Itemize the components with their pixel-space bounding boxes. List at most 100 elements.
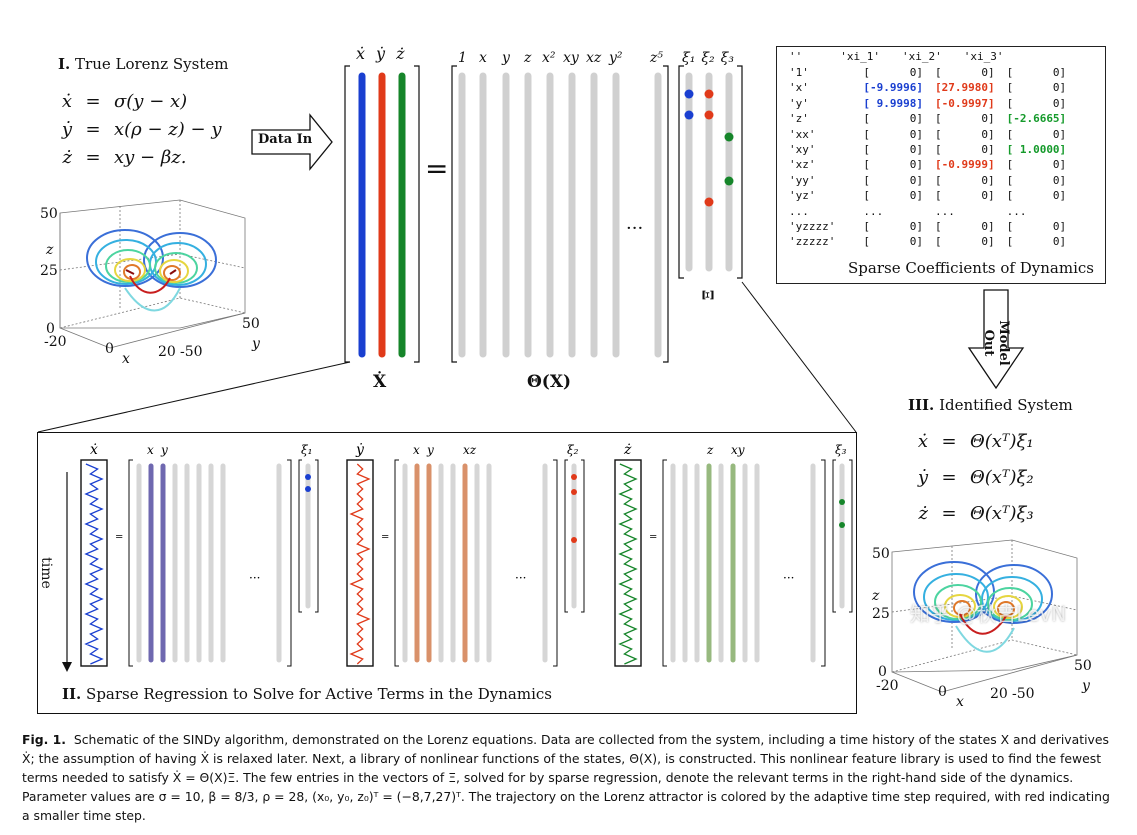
id-z-tick-0: 0 bbox=[878, 664, 887, 680]
coef-value: [ 9.9998] bbox=[863, 96, 923, 110]
library-bracket-right bbox=[821, 459, 826, 667]
coef-value: [ 0] bbox=[1006, 235, 1067, 249]
x-matrix-label: Ẋ bbox=[373, 372, 387, 392]
eq1-rhs: σ(y − x) bbox=[114, 91, 188, 112]
coef-value: [ 0] bbox=[863, 112, 923, 126]
xi-header: ξ₃ bbox=[835, 443, 847, 457]
deriv-timeseries-signal bbox=[618, 463, 638, 665]
coef-value: [ 0] bbox=[934, 112, 995, 126]
coef-value: [-0.9999] bbox=[934, 158, 995, 172]
theta-header-x2: x² bbox=[542, 50, 556, 66]
id-z-tick-50: 50 bbox=[872, 546, 890, 562]
coef-value: [ 0] bbox=[1006, 96, 1067, 110]
coef-row: 'xy'[ 0][ 0][ 1.0000] bbox=[785, 142, 1070, 157]
true-x-tick-20: 20 bbox=[158, 344, 176, 360]
id-eq3-lhs: ż bbox=[918, 503, 928, 524]
active-term-label: y bbox=[160, 443, 168, 457]
deriv-timeseries-signal bbox=[84, 463, 104, 665]
section3-title: III. Identified System bbox=[908, 396, 1073, 414]
coef-value: [ 0] bbox=[863, 66, 923, 79]
matrix-equation bbox=[344, 65, 743, 363]
library-bracket-right bbox=[553, 459, 558, 667]
theta-brackets bbox=[451, 65, 669, 363]
id-z-label: z bbox=[871, 588, 880, 604]
coefficient-table: '' 'xi_1' 'xi_2' 'xi_3' bbox=[785, 49, 1008, 64]
xi-header: ξ₁ bbox=[301, 443, 312, 457]
xi-headers: ξ₁ ξ₂ ξ₃ bbox=[682, 44, 734, 72]
panel-equals: = bbox=[115, 532, 123, 543]
coef-value: [-0.9997] bbox=[934, 96, 995, 110]
figure-label: Fig. 1. bbox=[22, 732, 66, 747]
coefficient-table-body: '1'[ 0][ 0][ 0]'x'[-9.9996][27.9980][ 0]… bbox=[785, 65, 1070, 250]
xi-header: ξ₂ bbox=[567, 443, 579, 457]
xi-bracket-right bbox=[849, 459, 853, 613]
coef-row: 'xz'[ 0][-0.9999][ 0] bbox=[785, 157, 1070, 172]
figure-caption: Fig. 1. Schematic of the SINDy algorithm… bbox=[22, 730, 1116, 825]
coef-value: [ 0] bbox=[934, 66, 995, 79]
coef-header-cell: 'xi_3' bbox=[963, 50, 1004, 63]
deriv-header: ẋ bbox=[90, 442, 98, 458]
identified-equations: ẋ=Θ(xᵀ)ξ₁ ẏ=Θ(xᵀ)ξ₂ ż=Θ(xᵀ)ξ₃ bbox=[908, 424, 1034, 532]
coef-value: [ 0] bbox=[1006, 173, 1067, 187]
coef-value: ... bbox=[1006, 204, 1027, 218]
coef-value: [ 0] bbox=[934, 235, 995, 249]
deriv-header: ż bbox=[623, 442, 632, 458]
section1-title-text: True Lorenz System bbox=[75, 55, 229, 73]
coef-value: [ 0] bbox=[863, 127, 923, 141]
active-term-label: xy bbox=[731, 443, 745, 457]
coef-value: [ 0] bbox=[863, 235, 923, 249]
id-eq2-rhs: Θ(xᵀ)ξ₂ bbox=[970, 467, 1034, 488]
active-term-label: x bbox=[147, 443, 154, 457]
coef-row: 'zzzzz'[ 0][ 0][ 0] bbox=[785, 234, 1070, 249]
coef-value: [ 0] bbox=[1006, 66, 1067, 79]
coef-row: 'yz'[ 0][ 0][ 0] bbox=[785, 188, 1070, 203]
time-label: time bbox=[37, 557, 54, 589]
xi-nonzero-dot bbox=[839, 522, 845, 528]
theta-header-xz: xz bbox=[586, 50, 602, 66]
theta-header-z5: z⁵ bbox=[650, 50, 663, 66]
coef-value: [ 0] bbox=[863, 189, 923, 203]
xi-bracket-right bbox=[315, 459, 319, 613]
id-eq1-rhs: Θ(xᵀ)ξ₁ bbox=[970, 431, 1034, 452]
watermark: 知乎 @秋吉LevN bbox=[910, 602, 1067, 626]
coef-row: 'yzzzz'[ 0][ 0][ 0] bbox=[785, 219, 1070, 234]
xi-header-2: ξ₂ bbox=[701, 50, 715, 66]
eq3-rel: = bbox=[85, 147, 101, 168]
x-header-zdot: ż bbox=[396, 44, 405, 63]
id-x-label: x bbox=[956, 694, 964, 710]
zoom-connectors bbox=[37, 281, 857, 433]
coef-value: [ 0] bbox=[1006, 189, 1067, 203]
true-x-tick-0: 0 bbox=[105, 341, 114, 357]
coef-row: 'yy'[ 0][ 0][ 0] bbox=[785, 173, 1070, 188]
coef-term-name: 'xx' bbox=[789, 127, 816, 141]
xi-nonzero-dot bbox=[305, 486, 311, 492]
panel-equals: = bbox=[381, 532, 389, 543]
panel-ellipsis: ··· bbox=[783, 571, 794, 585]
identified-attractor-plot: 50 z 25 0 -20 0 x 20 50 y -50 bbox=[871, 539, 1092, 710]
theta-header-x: x bbox=[479, 50, 487, 66]
plot-box bbox=[59, 199, 246, 349]
coef-value: [ 0] bbox=[934, 127, 995, 141]
xi-nonzero-dot bbox=[839, 499, 845, 505]
theta-matrix-label: Θ(X) bbox=[527, 372, 572, 392]
id-y-tick-m50: -50 bbox=[1012, 686, 1035, 702]
theta-header-y2: y² bbox=[609, 50, 623, 66]
deriv-timeseries-signal bbox=[349, 463, 371, 665]
theta-header-y: y bbox=[502, 50, 510, 66]
xi-nonzero-dot bbox=[571, 489, 577, 495]
x-headers: ẋ ẏ ż bbox=[356, 40, 405, 68]
true-x-label: x bbox=[122, 351, 130, 367]
coef-row: 'x'[-9.9996][27.9980][ 0] bbox=[785, 80, 1070, 95]
data-in-label: Data In bbox=[258, 132, 313, 147]
eq2-lhs: ẏ bbox=[61, 119, 72, 140]
coef-header-cell: 'xi_1' bbox=[840, 50, 880, 63]
time-arrow-head bbox=[62, 662, 72, 672]
coef-term-name: '1' bbox=[789, 66, 809, 79]
xi-columns bbox=[685, 72, 733, 272]
x-matrix-columns bbox=[358, 72, 406, 358]
eq1-lhs: ẋ bbox=[61, 91, 72, 112]
coef-term-name: 'xz' bbox=[789, 158, 816, 172]
xi-bracket-right bbox=[581, 459, 585, 613]
panel-ellipsis: ··· bbox=[515, 571, 526, 585]
